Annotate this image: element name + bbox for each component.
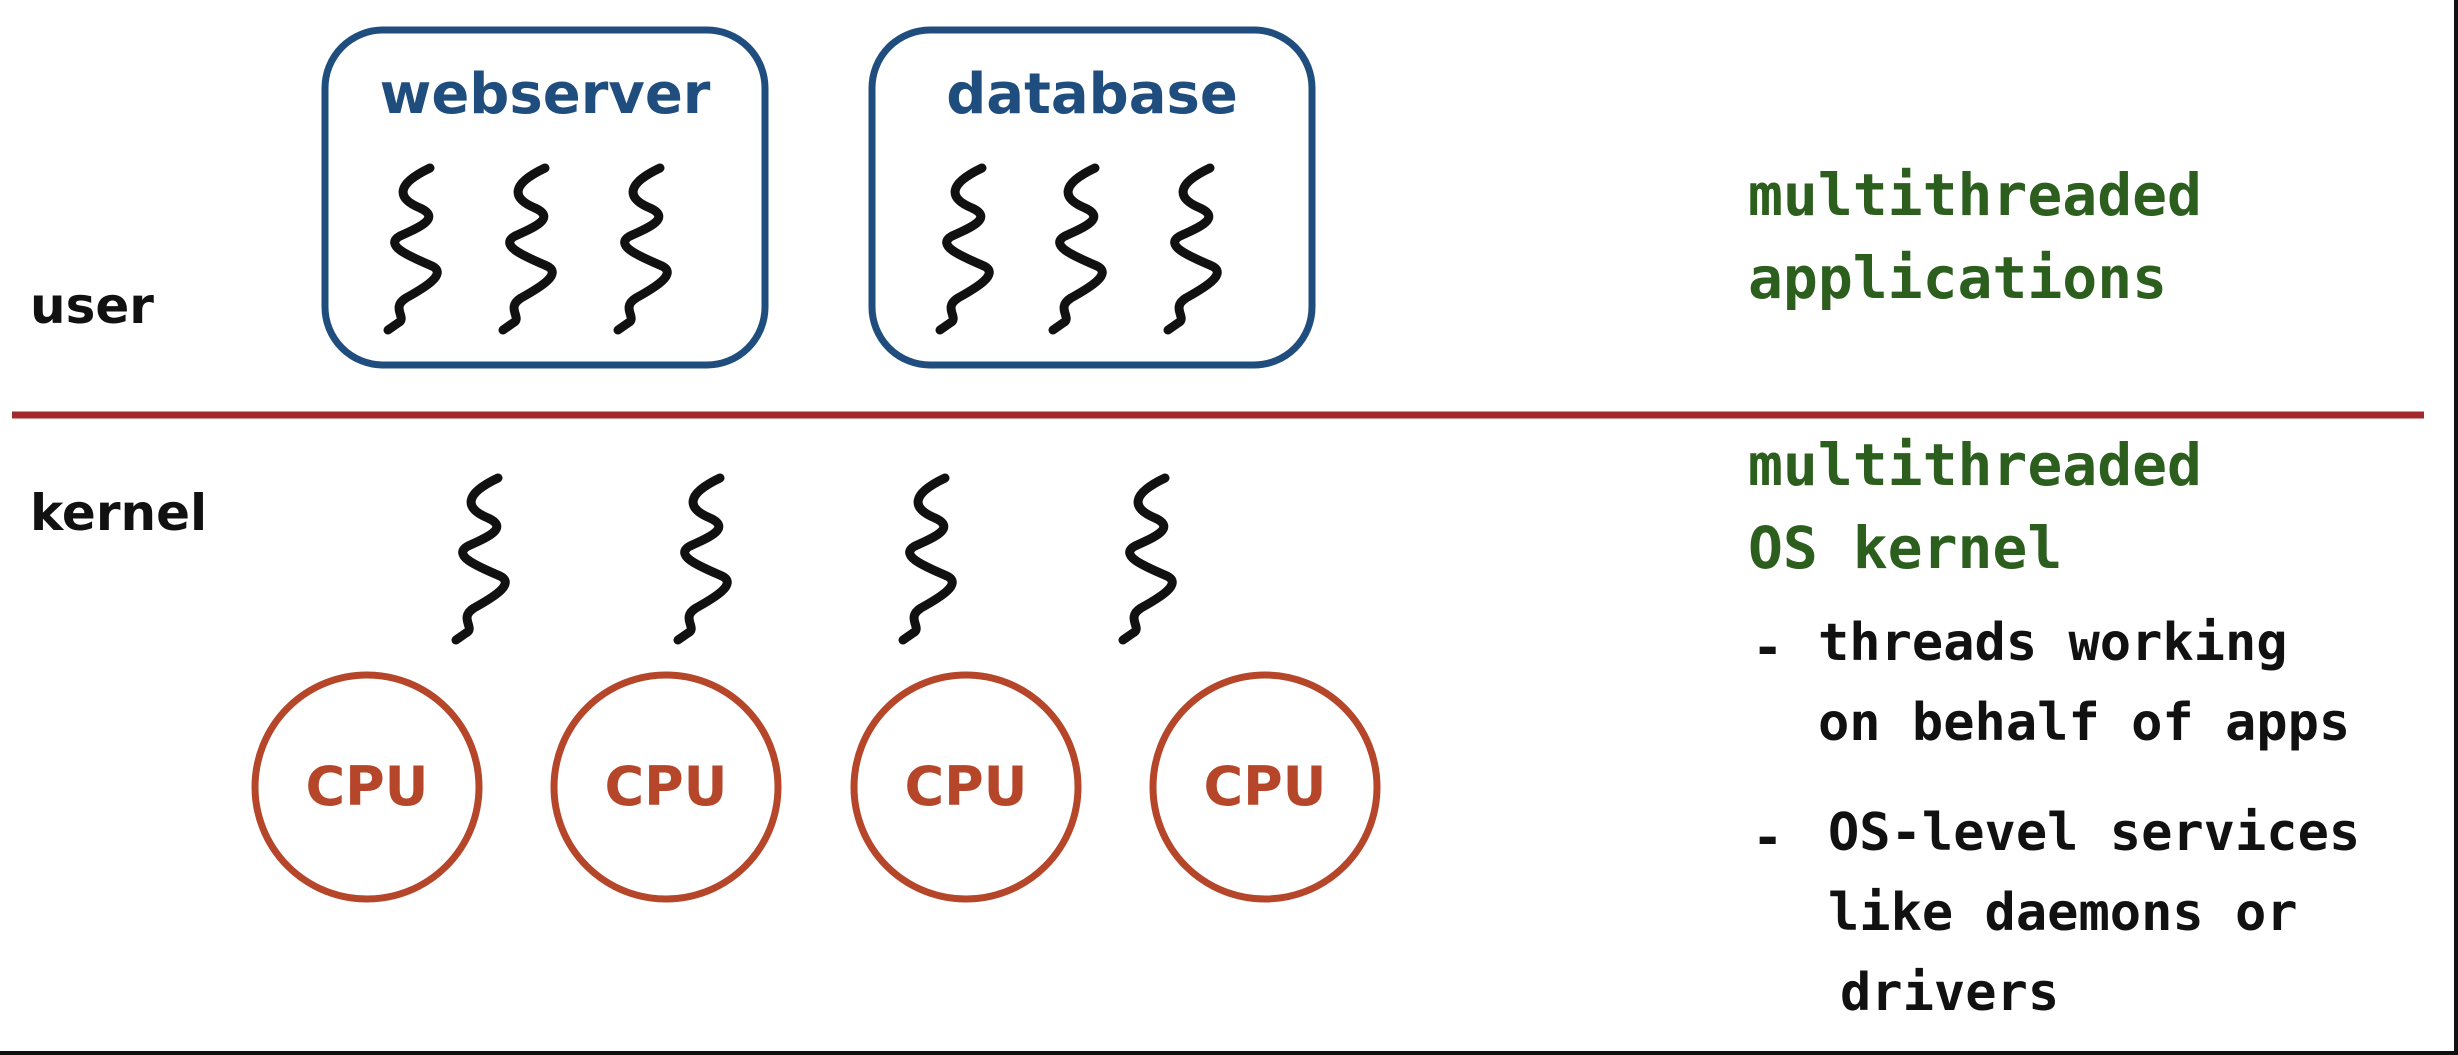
- kernel-thread-squiggle-icon: [456, 478, 505, 640]
- app-label-database: database: [946, 62, 1238, 127]
- app-box-webserver: webserver: [321, 26, 769, 369]
- kernel-bullets: - threads working on behalf of apps - OS…: [1752, 613, 2360, 1023]
- cpu-label: CPU: [305, 755, 428, 818]
- user-layer-label: user: [30, 277, 154, 335]
- thread-squiggle-icon: [1168, 168, 1217, 330]
- note-line: OS kernel: [1748, 514, 2062, 582]
- note-line: applications: [1748, 244, 2167, 312]
- bullet-dash: -: [1752, 618, 1783, 678]
- cpu-circle: CPU: [850, 671, 1082, 903]
- thread-squiggle-icon: [503, 168, 552, 330]
- note-line: multithreaded: [1748, 161, 2202, 229]
- app-box-database: database: [868, 26, 1316, 369]
- app-label-webserver: webserver: [380, 62, 711, 127]
- kernel-thread-squiggle-icon: [678, 478, 727, 640]
- kernel-layer-label: kernel: [30, 484, 207, 542]
- kernel-notes: multithreaded OS kernel: [1748, 431, 2202, 582]
- kernel-threads: [456, 478, 1172, 640]
- bullet-line: threads working: [1818, 613, 2288, 673]
- user-notes: multithreaded applications: [1748, 161, 2202, 312]
- bullet-line: on behalf of apps: [1818, 693, 2350, 753]
- thread-squiggle-icon: [388, 168, 437, 330]
- note-line: multithreaded: [1748, 431, 2202, 499]
- kernel-thread-squiggle-icon: [903, 478, 952, 640]
- bullet-line: drivers: [1840, 963, 2059, 1023]
- bullet-line: OS-level services: [1828, 803, 2360, 863]
- bullet-dash: -: [1752, 808, 1783, 868]
- cpu-label: CPU: [1203, 755, 1326, 818]
- cpu-label: CPU: [904, 755, 1027, 818]
- cpu-circle: CPU: [1149, 671, 1381, 903]
- cpu-circle: CPU: [251, 671, 483, 903]
- thread-squiggle-icon: [940, 168, 989, 330]
- bullet-line: like daemons or: [1828, 883, 2298, 943]
- cpu-circle: CPU: [550, 671, 782, 903]
- cpu-label: CPU: [604, 755, 727, 818]
- kernel-thread-squiggle-icon: [1123, 478, 1172, 640]
- thread-squiggle-icon: [618, 168, 667, 330]
- thread-squiggle-icon: [1053, 168, 1102, 330]
- cpu-row: CPU CPU CPU CPU: [251, 671, 1381, 903]
